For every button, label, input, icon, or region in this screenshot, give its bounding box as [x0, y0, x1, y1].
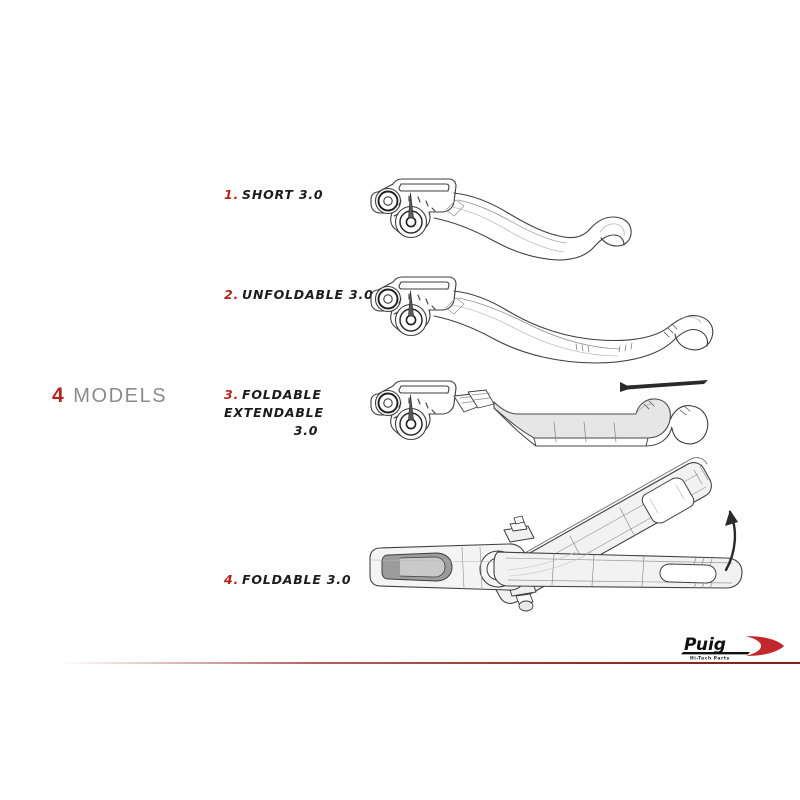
model-name-3-line2: 3.0 [293, 423, 319, 439]
model-name-4: FOLDABLE 3.0 [242, 572, 352, 587]
model-number-2: 2. [224, 287, 240, 302]
model-label-2: 2.UNFOLDABLE 3.0 [224, 286, 374, 304]
short-lever-drawing [370, 178, 632, 261]
page-title: 4 MODELS [52, 384, 167, 408]
puig-logo: Puig Hi-Tech Parts [668, 632, 786, 662]
puig-tagline: Hi-Tech Parts [690, 656, 730, 662]
footer-divider [60, 662, 800, 664]
models-count: 4 [52, 384, 65, 407]
models-word: MODELS [73, 385, 168, 407]
foldable-lever-drawing [369, 457, 743, 612]
model-name-2: UNFOLDABLE 3.0 [242, 287, 374, 302]
puig-wordmark: Puig [684, 635, 726, 655]
model-label-3: 3.FOLDABLE EXTENDABLE 3.0 [224, 386, 374, 440]
puig-swoosh-icon [746, 636, 784, 656]
model-number-3: 3. [224, 387, 240, 402]
unfoldable-lever-drawing [370, 276, 714, 364]
puig-logo-svg: Puig Hi-Tech Parts [681, 635, 784, 662]
model-label-1: 1.SHORT 3.0 [224, 186, 323, 204]
model-number-1: 1. [224, 187, 240, 202]
puig-underline [681, 652, 750, 655]
model-number-4: 4. [224, 572, 240, 587]
foldable-extendable-lever-drawing [370, 380, 709, 447]
model-label-4: 4.FOLDABLE 3.0 [224, 571, 351, 589]
model-name-1: SHORT 3.0 [242, 187, 324, 202]
model-name-3: FOLDABLE EXTENDABLE [224, 387, 324, 421]
